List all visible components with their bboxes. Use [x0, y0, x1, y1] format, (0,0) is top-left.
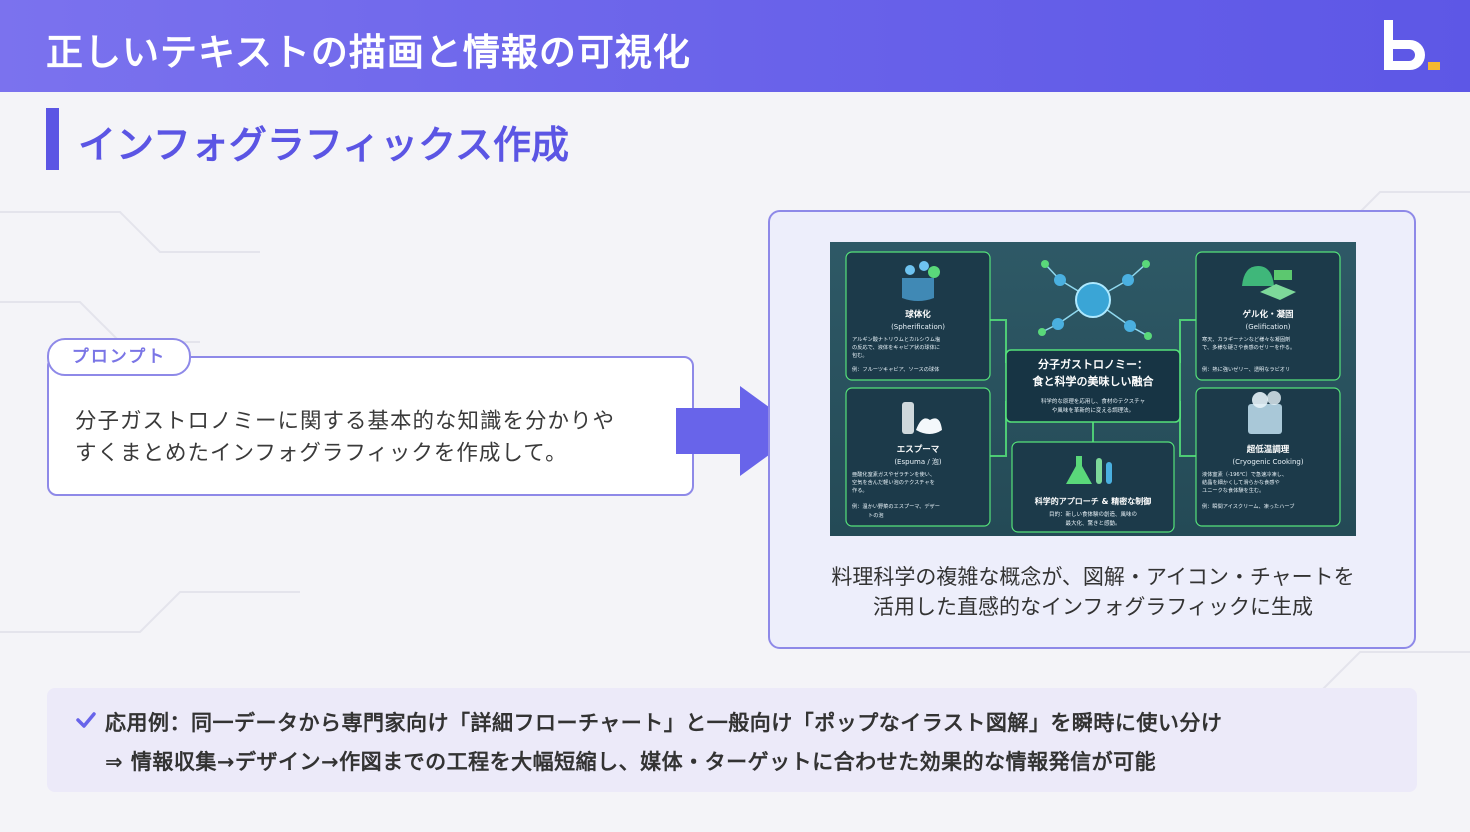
card5-subtitle: (Cryogenic Cooking) — [1232, 458, 1303, 466]
molecule-icon — [1038, 260, 1152, 340]
usage-example-line-1: 応用例：同一データから専門家向け「詳細フローチャート」と一般向け「ポップなイラス… — [105, 711, 1223, 735]
infographic-card-scientific-approach: 科学的アプローチ & 精密な制御 目的：新しい食体験の創造、風味の 最大化、驚き… — [1011, 441, 1175, 533]
card3-example: 例：温かい野菜のエスプーマ、デザー — [852, 502, 940, 510]
infographic-caption: 料理科学の複雑な概念が、図解・アイコン・チャートを 活用した直感的なインフォグラ… — [770, 562, 1416, 622]
center-desc-line2: や風味を革新的に変える調理法。 — [1052, 406, 1134, 414]
generated-infographic: 球体化 (Spherification) アルギン酸ナトリウムとカルシウム塩 の… — [830, 242, 1356, 536]
card4-desc1: 目的：新しい食体験の創造、風味の — [1049, 510, 1137, 518]
infographic-card-gelification: ゲル化・凝固 (Gelification) 寒天、カラギーナンなど様々な凝固剤 … — [1195, 251, 1341, 381]
spheres-icon — [902, 261, 940, 301]
infographic-center-card: 分子ガストロノミー： 食と科学の美味しい融合 科学的な原理を応用し、食材のテクス… — [1005, 349, 1181, 423]
card1-example: 例：フルーツキャビア、ソースの球体 — [852, 365, 940, 373]
card3-desc2: 空気を含んだ軽い泡のテクスチャを — [852, 478, 935, 486]
usage-example-line-2: ⇒ 情報収集→デザイン→作図までの工程を大幅短縮し、媒体・ターゲットに合わせた効… — [105, 750, 1157, 774]
card5-desc3: ユニークな食体験を生む。 — [1202, 486, 1264, 494]
center-title-line1: 分子ガストロノミー： — [1038, 357, 1148, 371]
card1-desc1: アルギン酸ナトリウムとカルシウム塩 — [852, 335, 940, 343]
card4-desc2: 最大化、驚きと感動。 — [1065, 519, 1120, 527]
foam-icon — [902, 402, 942, 434]
caption-line-1: 料理科学の複雑な概念が、図解・アイコン・チャートを — [831, 565, 1355, 589]
prompt-box: 分子ガストロノミーに関する基本的な知識を分かりや すくまとめたインフォグラフィッ… — [47, 356, 694, 496]
prompt-line-2: すくまとめたインフォグラフィックを作成して。 — [75, 441, 568, 466]
card1-title: 球体化 — [905, 309, 931, 320]
infographic-card-spherification: 球体化 (Spherification) アルギン酸ナトリウムとカルシウム塩 の… — [845, 251, 991, 381]
card3-desc1: 亜酸化窒素ガスやゼラチンを使い、 — [852, 470, 935, 478]
flask-icon — [1066, 456, 1112, 484]
center-title-line2: 食と科学の美味しい融合 — [1033, 374, 1155, 388]
card5-desc2: 結晶を細かくして滑らかな食感や — [1202, 478, 1280, 486]
jelly-icon — [1242, 266, 1296, 300]
infographic-card-cryogenic: 超低温調理 (Cryogenic Cooking) 液体窒素（-196℃）で急速… — [1195, 387, 1341, 527]
card5-example: 例：瞬間アイスクリーム、凍ったハーブ — [1202, 502, 1295, 510]
prompt-tab-label: プロンプト — [47, 338, 191, 376]
infographic-card-espuma: エスプーマ (Espuma / 泡) 亜酸化窒素ガスやゼラチンを使い、 空気を含… — [845, 387, 991, 527]
card2-desc1: 寒天、カラギーナンなど様々な凝固剤 — [1202, 335, 1290, 343]
prompt-text: 分子ガストロノミーに関する基本的な知識を分かりや すくまとめたインフォグラフィッ… — [75, 406, 615, 470]
card3-example2: トの泡 — [868, 511, 884, 519]
brand-logo — [1384, 20, 1440, 70]
card3-title: エスプーマ — [897, 444, 940, 455]
header-bar: 正しいテキストの描画と情報の可視化 — [0, 0, 1470, 92]
card3-subtitle: (Espuma / 泡) — [894, 457, 942, 466]
checkmark-icon — [76, 712, 96, 728]
center-desc-line1: 科学的な原理を応用し、食材のテクスチャ — [1041, 397, 1145, 405]
card2-example: 例：熱に強いゼリー、透明なラビオリ — [1202, 365, 1290, 373]
section-accent-bar — [46, 108, 59, 170]
card2-subtitle: (Gelification) — [1245, 323, 1290, 331]
card2-title: ゲル化・凝固 — [1242, 309, 1293, 320]
liquid-nitrogen-icon — [1248, 391, 1282, 434]
section-title: インフォグラフィックス作成 — [78, 123, 569, 167]
caption-line-2: 活用した直感的なインフォグラフィックに生成 — [873, 595, 1313, 619]
card2-desc2: で、多様な硬さや食感のゼリーを作る。 — [1202, 343, 1295, 351]
card1-subtitle: (Spherification) — [891, 323, 945, 331]
card5-title: 超低温調理 — [1246, 444, 1290, 455]
card1-desc2: の反応で、液体をキャビア状の球体に — [852, 343, 940, 351]
card3-desc3: 作る。 — [852, 486, 868, 494]
card5-desc1: 液体窒素（-196℃）で急速冷凍し、 — [1202, 470, 1287, 478]
usage-example-box: 応用例：同一データから専門家向け「詳細フローチャート」と一般向け「ポップなイラス… — [47, 688, 1417, 792]
card1-desc3: 包む。 — [852, 351, 868, 359]
page-title: 正しいテキストの描画と情報の可視化 — [46, 31, 691, 74]
card4-title: 科学的アプローチ & 精密な制御 — [1035, 496, 1152, 506]
prompt-line-1: 分子ガストロノミーに関する基本的な知識を分かりや — [75, 409, 616, 434]
